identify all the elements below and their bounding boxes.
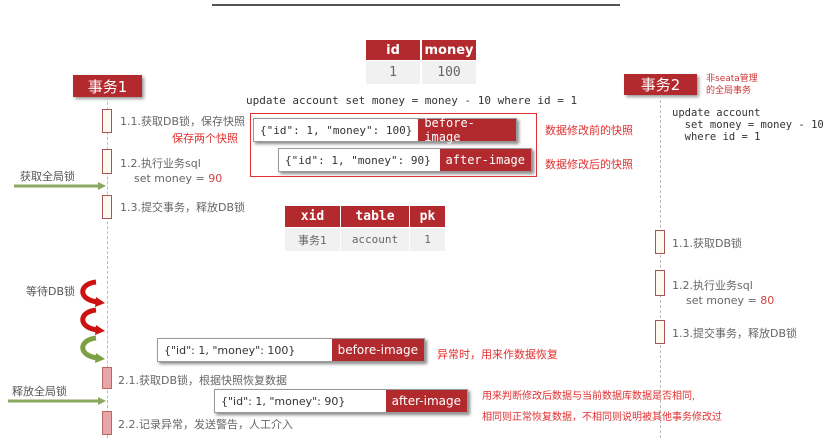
tx2-step-1-2-text: 1.2.执行业务sql set money = [672, 279, 757, 307]
tx2-header: 事务2 [624, 74, 697, 95]
before-image-json: {"id": 1, "money": 100} [254, 119, 419, 141]
account-cell-money: 100 [422, 61, 476, 84]
after-image-json: {"id": 1, "money": 90} [279, 149, 440, 171]
account-table-header-id: id [366, 40, 420, 60]
tx2-lifeline [660, 95, 661, 438]
release-global-lock-label: 释放全局锁 [12, 385, 67, 398]
acquire-global-lock-arrow [14, 182, 106, 190]
before-image-label: before-image [418, 116, 516, 144]
update-sql: update account set money = money - 10 wh… [246, 94, 578, 107]
top-divider [212, 4, 620, 6]
tx2-activation [655, 230, 665, 254]
tx1-rollback-activation [102, 367, 112, 389]
step-2-1: 2.1.获取DB锁，根据快照恢复数据 [118, 374, 288, 387]
lock-table-header-pk: pk [410, 206, 445, 227]
lock-cell-xid: 事务1 [285, 228, 340, 251]
rollback-after-image: {"id": 1, "money": 90} after-image [214, 389, 468, 413]
step-2-2: 2.2.记录异常，发送警告，人工介入 [118, 418, 293, 431]
rollback-after-note-1: 用来判断修改后数据与当前数据库数据是否相同, [482, 391, 696, 402]
wait-db-lock-label: 等待DB锁 [26, 285, 76, 298]
after-image-snapshot: {"id": 1, "money": 90} after-image [278, 148, 532, 172]
lock-table-header-xid: xid [285, 206, 340, 227]
tx1-step-1-2-text: 1.2.执行业务sql set money = [120, 157, 205, 185]
tx1-activation [102, 195, 112, 219]
before-image-snapshot: {"id": 1, "money": 100} before-image [253, 116, 517, 144]
rollback-before-label: before-image [331, 339, 424, 361]
account-cell-id: 1 [366, 61, 420, 84]
release-global-lock-arrow [8, 397, 106, 405]
tx2-set-value: 80 [760, 294, 775, 307]
tx2-step-1-2: 1.2.执行业务sql set money = 80 [672, 278, 774, 308]
rollback-after-json: {"id": 1, "money": 90} [215, 390, 386, 412]
tx2-note: 非seata管理 的全局事务 [706, 74, 758, 96]
tx2-step-1-3: 1.3.提交事务，释放DB锁 [672, 327, 798, 340]
tx1-activation [102, 149, 112, 174]
tx1-step-1-1: 1.1.获取DB锁，保存快照 [120, 115, 246, 128]
tx1-activation [102, 109, 112, 133]
account-table-header-money: money [422, 40, 476, 60]
rollback-before-note: 异常时，用来作数据恢复 [437, 348, 558, 361]
after-image-label: after-image [439, 149, 531, 171]
rollback-before-image: {"id": 1, "money": 100} before-image [157, 338, 425, 362]
rollback-after-note-2: 相同则正常恢复数据，不相同则说明被其他事务修改过 [482, 412, 722, 423]
tx1-step-1-2: 1.2.执行业务sql set money = 90 [120, 156, 222, 186]
tx1-header: 事务1 [73, 75, 142, 97]
tx2-activation [655, 270, 665, 296]
save-two-snapshots-note: 保存两个快照 [172, 132, 238, 145]
tx2-activation [655, 320, 665, 344]
before-image-note: 数据修改前的快照 [545, 124, 633, 137]
rollback-before-json: {"id": 1, "money": 100} [158, 339, 332, 361]
wait-loop-arrows-icon [80, 279, 105, 363]
lock-cell-table: account [341, 228, 409, 251]
tx2-sql: update account set money = money - 10 wh… [672, 107, 824, 143]
lock-cell-pk: 1 [410, 228, 445, 251]
after-image-note: 数据修改后的快照 [545, 158, 633, 171]
tx1-lifeline [107, 97, 108, 438]
acquire-global-lock-label: 获取全局锁 [20, 170, 75, 183]
snapshot-group-outline [250, 113, 537, 177]
lock-table-header-table: table [341, 206, 409, 227]
tx1-rollback-activation [102, 411, 112, 435]
tx1-set-value: 90 [208, 172, 223, 185]
rollback-after-label: after-image [385, 390, 467, 412]
tx1-step-1-3: 1.3.提交事务，释放DB锁 [120, 201, 246, 214]
tx2-step-1-1: 1.1.获取DB锁 [672, 237, 743, 250]
